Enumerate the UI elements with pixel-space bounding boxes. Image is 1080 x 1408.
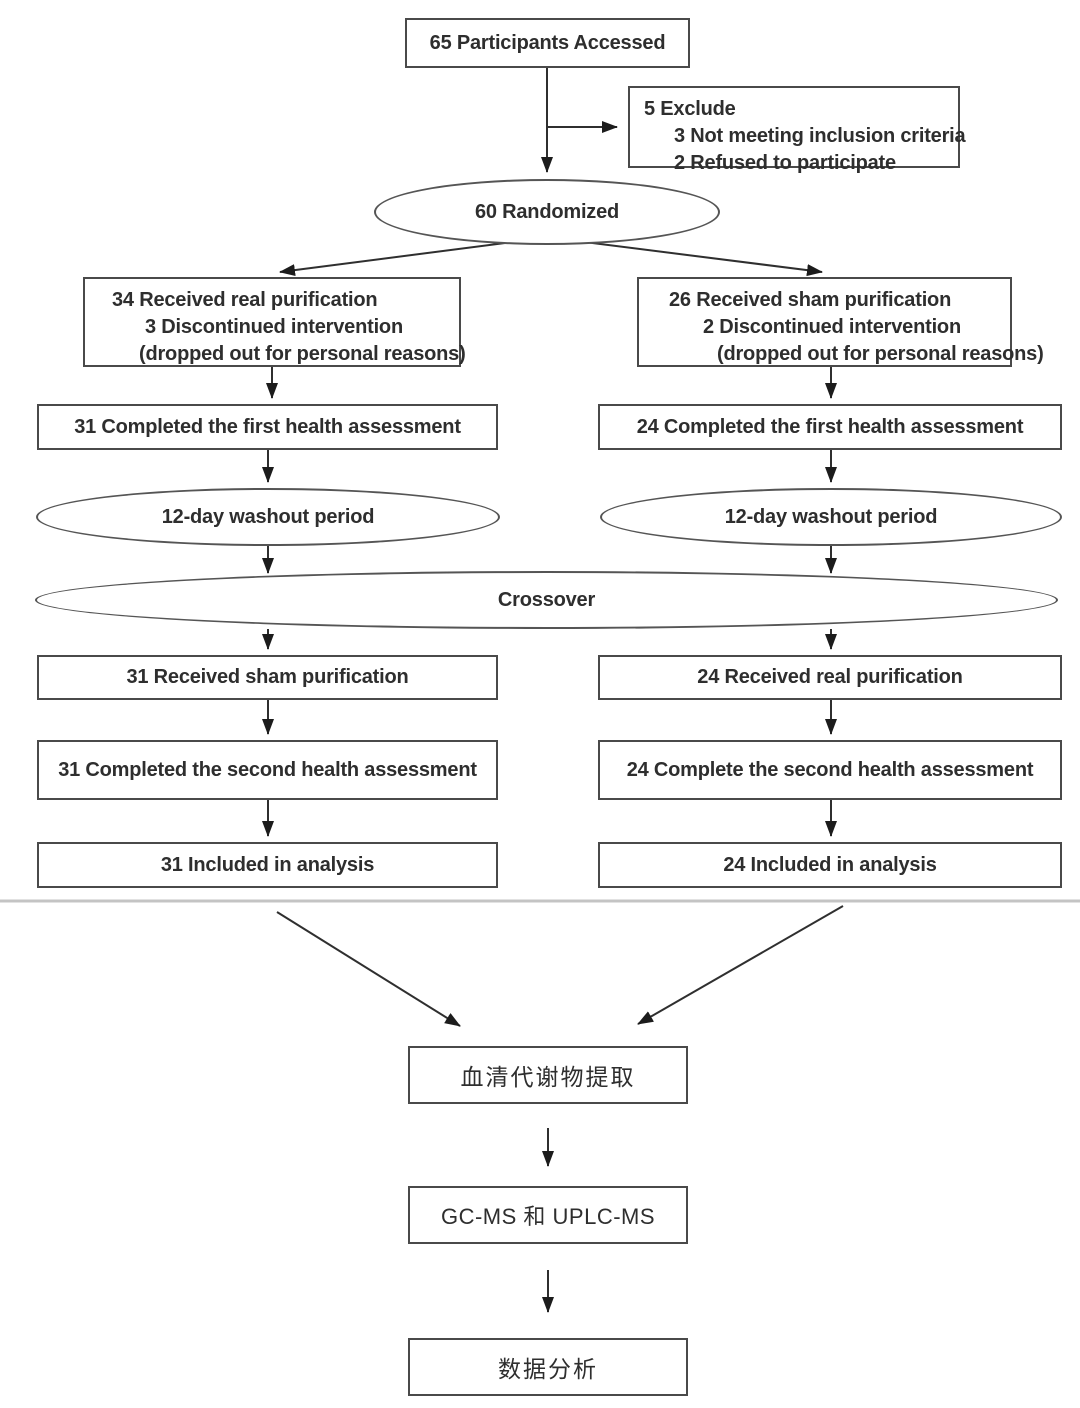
- right-arm-line-1: 26 Received sham purification: [669, 289, 952, 311]
- right-arm-line-2: 2 Discontinued intervention: [703, 316, 961, 338]
- left-second-assessment-label: 31 Completed the second health assessmen…: [58, 758, 477, 781]
- randomized-label: 60 Randomized: [474, 200, 620, 223]
- box-participants-accessed: 65 Participants Accessed: [405, 18, 690, 68]
- box-left-second-assessment: 31 Completed the second health assessmen…: [37, 740, 498, 800]
- right-received-real-label: 24 Received real purification: [697, 666, 963, 688]
- left-included-analysis-label: 31 Included in analysis: [160, 853, 375, 876]
- left-washout-label: 12-day washout period: [161, 505, 375, 528]
- box-serum-metabolite-extraction: 血清代谢物提取: [408, 1046, 688, 1104]
- serum-extraction-label: 血清代谢物提取: [460, 1065, 636, 1090]
- box-right-second-assessment: 24 Complete the second health assessment: [598, 740, 1062, 800]
- box-right-first-assessment: 24 Completed the first health assessment: [598, 404, 1062, 450]
- crossover-label: Crossover: [497, 588, 596, 611]
- left-received-sham-label: 31 Received sham purification: [126, 666, 409, 688]
- ellipse-left-washout: 12-day washout period: [36, 488, 500, 546]
- right-second-assessment-label: 24 Complete the second health assessment: [626, 758, 1034, 781]
- right-arm-line-3: (dropped out for personal reasons): [717, 343, 1044, 365]
- exclude-reason-1: 3 Not meeting inclusion criteria: [674, 125, 966, 147]
- left-arm-line-2: 3 Discontinued intervention: [145, 316, 403, 338]
- gcms-uplcms-label: GC-MS 和 UPLC-MS: [440, 1204, 656, 1229]
- box-gcms-uplcms: GC-MS 和 UPLC-MS: [408, 1186, 688, 1244]
- box-data-analysis: 数据分析: [408, 1338, 688, 1396]
- exclude-reason-2: 2 Refused to participate: [674, 152, 896, 174]
- box-participants-accessed-label: 65 Participants Accessed: [429, 31, 666, 54]
- box-right-arm-sham-purification: 26 Received sham purification 2 Disconti…: [637, 277, 1044, 367]
- left-arm-line-3: (dropped out for personal reasons): [139, 343, 466, 365]
- ellipse-crossover: Crossover: [35, 571, 1058, 629]
- exclude-title: 5 Exclude: [644, 98, 736, 120]
- left-first-assessment-label: 31 Completed the first health assessment: [74, 415, 461, 438]
- arrow-left-to-serum: [276, 911, 461, 1027]
- right-included-analysis-label: 24 Included in analysis: [723, 853, 937, 876]
- box-left-first-assessment: 31 Completed the first health assessment: [37, 404, 498, 450]
- arrow-right-to-serum: [637, 905, 844, 1025]
- box-right-received-real: 24 Received real purification: [598, 655, 1062, 700]
- right-first-assessment-label: 24 Completed the first health assessment: [636, 415, 1024, 438]
- box-right-included-analysis: 24 Included in analysis: [598, 842, 1062, 888]
- box-left-arm-real-purification: 34 Received real purification 3 Disconti…: [83, 277, 466, 367]
- data-analysis-label: 数据分析: [498, 1357, 598, 1382]
- ellipse-right-washout: 12-day washout period: [600, 488, 1062, 546]
- box-exclude: 5 Exclude 3 Not meeting inclusion criter…: [628, 86, 966, 174]
- ellipse-randomized: 60 Randomized: [374, 179, 720, 245]
- box-left-received-sham: 31 Received sham purification: [37, 655, 498, 700]
- box-left-included-analysis: 31 Included in analysis: [37, 842, 498, 888]
- left-arm-line-1: 34 Received real purification: [112, 289, 378, 311]
- right-washout-label: 12-day washout period: [724, 505, 938, 528]
